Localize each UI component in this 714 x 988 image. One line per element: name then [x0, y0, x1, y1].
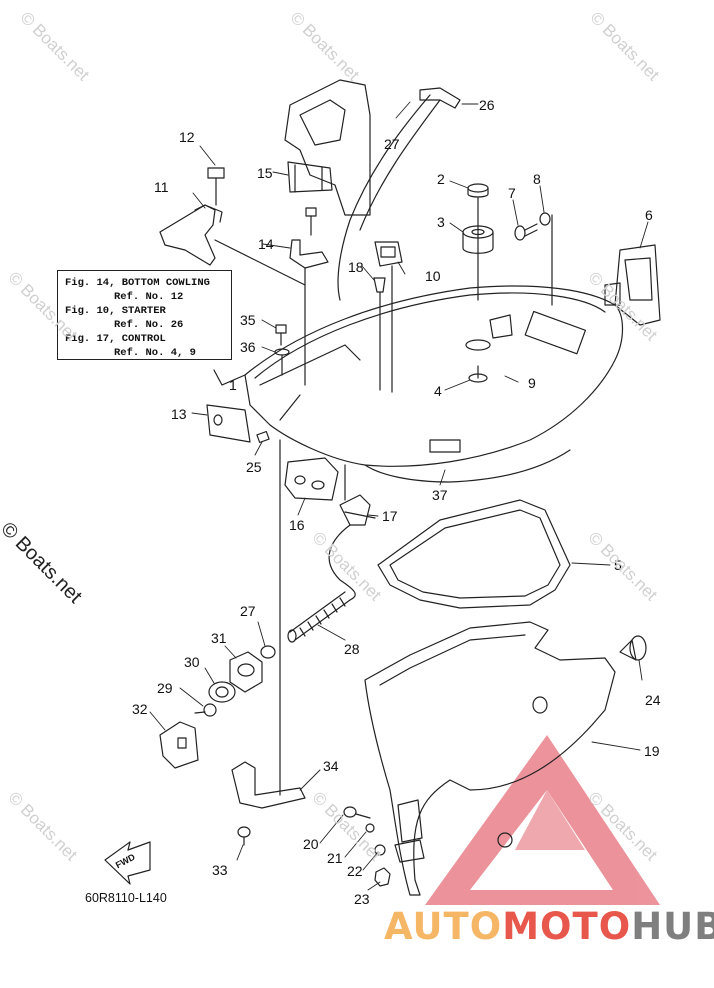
hose-28	[287, 591, 351, 643]
cover-19	[364, 621, 616, 896]
washer-8	[539, 212, 551, 226]
ref-line: Ref. No. 4, 9	[114, 347, 196, 359]
callout-34: 34	[323, 758, 339, 774]
grommet-24	[619, 635, 647, 661]
callout-14: 14	[258, 236, 274, 252]
starter-assembly	[284, 79, 461, 301]
screw-35	[275, 324, 287, 346]
callout-9: 9	[528, 375, 536, 391]
callout-13: 13	[171, 406, 187, 422]
ref-line: Fig. 17, CONTROL	[65, 333, 166, 345]
callout-2: 2	[437, 171, 445, 187]
brand-part-1: AUTO	[384, 905, 503, 948]
callout-25: 25	[246, 459, 262, 475]
callout-32: 32	[132, 701, 148, 717]
callout-35: 35	[240, 312, 256, 328]
bolt-near-14	[305, 207, 317, 236]
grommet-32	[159, 721, 199, 769]
brand-part-3: HUB	[631, 905, 714, 948]
callout-4: 4	[434, 383, 442, 399]
callout-17: 17	[382, 508, 398, 524]
brand-part-2: MOTO	[502, 905, 632, 948]
ref-line: Ref. No. 12	[114, 291, 184, 303]
callout-6: 6	[645, 207, 653, 223]
callout-5: 5	[614, 557, 622, 573]
callout-8: 8	[533, 171, 541, 187]
grommet-16	[284, 457, 339, 501]
leader-lines	[149, 101, 649, 891]
ref-line: Fig. 10, STARTER	[65, 305, 166, 317]
clip-27b	[260, 645, 276, 659]
grommet-10	[374, 241, 403, 267]
callout-30: 30	[184, 654, 200, 670]
callout-11: 11	[154, 179, 169, 195]
bottom-cowling	[244, 285, 624, 483]
nut-31	[229, 651, 263, 693]
callout-27-lower: 27	[240, 603, 256, 619]
callout-22: 22	[347, 863, 363, 879]
screw-29	[194, 703, 217, 717]
callout-20: 20	[303, 836, 319, 852]
ref-line: Ref. No. 26	[114, 319, 184, 331]
callout-3: 3	[437, 214, 445, 230]
callout-28: 28	[344, 641, 360, 657]
ref-line: Fig. 14, BOTTOM COWLING	[65, 277, 210, 289]
callout-37: 37	[432, 487, 448, 503]
callout-1: 1	[229, 377, 237, 393]
brand-wordmark: AUTOMOTOHUB	[384, 905, 714, 948]
callout-36: 36	[240, 339, 256, 355]
hardware-20-23	[343, 806, 391, 887]
fwd-arrow	[104, 841, 151, 885]
leader-1	[213, 369, 246, 386]
callout-19: 19	[644, 743, 660, 759]
bracket-11	[159, 204, 223, 266]
callout-18: 18	[348, 259, 364, 275]
callout-29: 29	[157, 680, 173, 696]
bracket-13	[206, 404, 251, 443]
bracket-34	[231, 761, 306, 809]
screw-33	[237, 826, 251, 846]
callout-7: 7	[508, 185, 516, 201]
bracket-14	[289, 239, 329, 269]
callout-10: 10	[425, 268, 441, 284]
callout-26: 26	[479, 97, 495, 113]
callout-12: 12	[179, 129, 195, 145]
callout-24: 24	[645, 692, 661, 708]
callout-33: 33	[212, 862, 228, 878]
bolt-12	[207, 167, 225, 206]
clamp-17	[339, 494, 376, 526]
callout-21: 21	[327, 850, 343, 866]
callout-27: 27	[384, 136, 400, 152]
callout-23: 23	[354, 891, 370, 907]
callout-15: 15	[257, 165, 273, 181]
diagram-code: 60R8110-L140	[85, 891, 167, 905]
pad-25	[256, 430, 270, 444]
bolt-7	[514, 223, 538, 241]
brand-logo-triangle	[425, 735, 660, 905]
callout-31: 31	[211, 630, 227, 646]
bolt-2	[467, 183, 489, 215]
reference-box: Fig. 14, BOTTOM COWLING Ref. No. 12 Fig.…	[57, 270, 232, 360]
holder-6	[604, 244, 661, 326]
plug-18	[373, 277, 386, 293]
seal-5	[377, 499, 571, 609]
callout-16: 16	[289, 517, 305, 533]
holder-15	[287, 161, 333, 193]
washer-30	[208, 681, 236, 703]
